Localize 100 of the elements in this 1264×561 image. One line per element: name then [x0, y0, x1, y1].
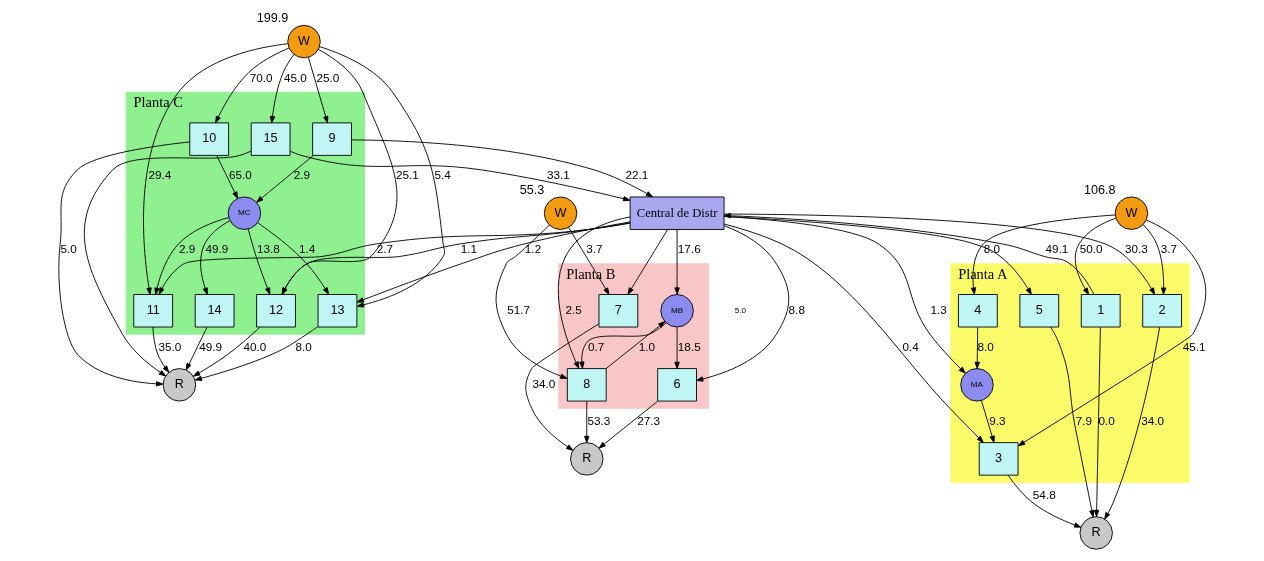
edge-label: 8.8: [788, 302, 805, 316]
node-box: 5: [1018, 294, 1059, 328]
edge-label: 33.1: [546, 168, 570, 182]
arrow: [152, 326, 169, 373]
node-circle: W: [286, 24, 321, 59]
edge-label: 1.2: [524, 242, 541, 256]
edge-label: 0.4: [901, 339, 919, 353]
edge-label: 49.9: [198, 339, 222, 353]
node-box: 6: [656, 368, 697, 402]
arrow: [723, 223, 984, 443]
arrow: [605, 321, 665, 369]
node-box: Central de Distr: [629, 196, 724, 230]
arrow: [974, 326, 980, 369]
node-box: 11: [132, 294, 173, 328]
edge-label: 9.3: [988, 413, 1005, 427]
edge-label: 35.0: [157, 339, 181, 353]
edge-label: 53.3: [587, 413, 610, 427]
node-box: 8: [566, 368, 607, 402]
node-label: 55.3: [519, 182, 544, 197]
arrow: [557, 216, 630, 369]
edge-label: 54.8: [1032, 488, 1056, 501]
edge-label: 34.0: [531, 376, 555, 390]
arrow: [57, 141, 190, 387]
arrow: [142, 43, 288, 295]
edge-label: 2.7: [376, 242, 393, 256]
arrow: [158, 222, 630, 295]
arrow: [723, 215, 1032, 295]
edge-label: 2.9: [293, 168, 310, 182]
edge-label: 25.1: [395, 168, 419, 182]
node-circle: R: [1079, 516, 1113, 550]
node-circle: R: [569, 442, 603, 476]
edge-label: 1.0: [638, 339, 655, 353]
edge-label: 65.0: [228, 168, 252, 182]
arrow: [214, 47, 289, 124]
arrow: [153, 217, 229, 295]
arrow: [495, 224, 567, 379]
edge-label: 49.9: [204, 242, 228, 256]
edge-label: 70.0: [249, 70, 273, 84]
node-circle: W: [543, 196, 577, 230]
node-circle: W: [1114, 196, 1148, 230]
node-box: 9: [311, 122, 352, 156]
arrow: [281, 222, 631, 295]
node-box: 2: [1141, 294, 1182, 328]
edge-label: 3.7: [1160, 242, 1177, 256]
edge-label: 18.5: [677, 339, 701, 353]
arrow: [723, 215, 966, 374]
arrow: [578, 322, 666, 369]
arrow: [673, 229, 680, 295]
arrow: [199, 220, 230, 295]
label: 5.0: [734, 305, 746, 315]
edge-label: 51.7: [506, 302, 530, 316]
arrow: [185, 326, 207, 371]
arrow: [970, 214, 1116, 295]
edge-label: 2.9: [178, 242, 195, 256]
arrow: [289, 150, 630, 202]
node-label: 106.8: [1083, 182, 1116, 197]
edge-label: 0.7: [587, 339, 604, 353]
edge-label: 40.0: [242, 339, 266, 353]
node-box: 12: [255, 294, 296, 328]
arrow: [1142, 224, 1166, 295]
edge-label: 1.1: [460, 242, 477, 256]
edge-label: 25.0: [316, 70, 339, 84]
arrow: [1103, 326, 1160, 520]
edge-label: 22.1: [624, 168, 648, 182]
arrow: [318, 46, 445, 308]
node-box: 15: [250, 122, 290, 156]
edge-label: 8.0: [976, 339, 994, 353]
arrow: [350, 139, 653, 198]
arrow: [255, 155, 313, 203]
arrow: [247, 228, 270, 295]
edge-label: 17.6: [677, 242, 701, 256]
arrow: [269, 54, 294, 124]
arrow: [307, 57, 328, 124]
node-circle: R: [162, 368, 196, 402]
arrow: [1093, 326, 1101, 518]
edge-label: 3.7: [585, 242, 603, 256]
arrow: [192, 326, 260, 377]
edge-label: 8.0: [294, 339, 312, 353]
arrow: [598, 400, 658, 449]
edge-label: 5.4: [434, 168, 451, 182]
edge-label: 34.0: [1140, 413, 1164, 427]
node-box: 4: [957, 294, 998, 328]
arrow: [567, 227, 610, 295]
edge-label: 45.0: [283, 70, 307, 84]
arrow: [194, 326, 318, 381]
arrow: [673, 326, 680, 369]
arrow: [695, 225, 789, 382]
arrow: [215, 155, 238, 199]
node-box: 13: [317, 294, 357, 328]
edge-label: 1.4: [298, 242, 315, 256]
arrow: [980, 400, 995, 443]
arrow: [1049, 326, 1095, 518]
arrow: [627, 229, 668, 295]
arrow: [356, 221, 630, 303]
edge-label: 1.3: [929, 302, 947, 316]
arrow: [1074, 217, 1116, 295]
node-box: 1: [1080, 294, 1121, 328]
edge-label: 5.0: [60, 242, 77, 256]
edge-label: 50.0: [1079, 242, 1103, 256]
node-label: 199.9: [256, 10, 288, 25]
